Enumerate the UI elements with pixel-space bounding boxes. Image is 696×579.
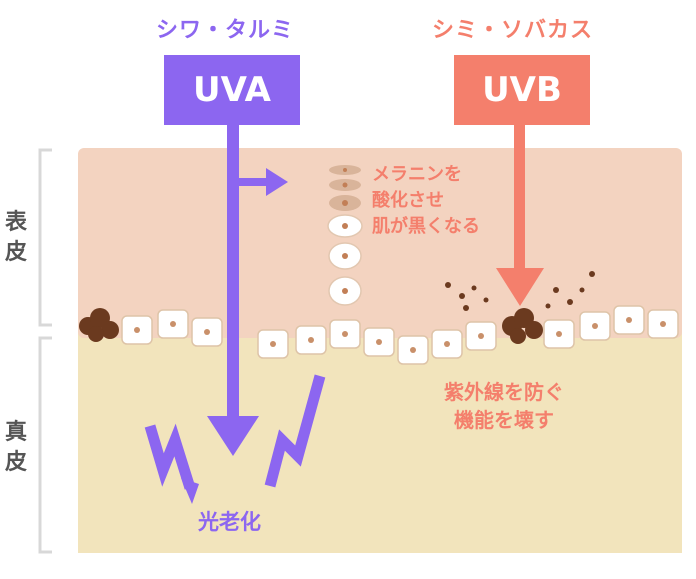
uvb-effect-label: シミ・ソバカス [432, 18, 594, 43]
uvb-dermis-effect: 紫外線を防ぐ 機能を壊す [444, 378, 564, 434]
uvb-arrow [496, 124, 544, 306]
epidermis-label: 表皮 [4, 210, 27, 265]
uvb-label-box: UVB [454, 55, 590, 125]
uvb-effect-line-1: 紫外線を防ぐ [444, 380, 564, 404]
dermis-layer [78, 325, 682, 553]
dermis-bracket [38, 336, 52, 554]
melanin-description: メラニンを 酸化させ 肌が黒くなる [372, 162, 480, 240]
basal-cell-nuclei [134, 317, 666, 353]
dermis-label: 真皮 [4, 420, 27, 475]
melanin-cluster-left [79, 308, 119, 342]
uva-effect-label: シワ・タルミ [156, 18, 295, 43]
melanin-line-2: 酸化させ [372, 190, 444, 211]
uva-arrow [207, 124, 288, 456]
epidermis-bracket [38, 148, 52, 327]
lightning-bolt-right [264, 374, 326, 488]
lightning-bolt-left-tip [181, 478, 199, 504]
uvb-effect-line-2: 機能を壊す [454, 408, 554, 432]
melanin-particles [445, 271, 595, 311]
lightning-bolt-left [144, 423, 196, 490]
melanin-cell-sequence [327, 165, 363, 306]
melanin-line-1: メラニンを [372, 164, 462, 185]
uvb-label: UVB [482, 70, 562, 110]
uva-label-box: UVA [164, 55, 300, 125]
melanin-line-3: 肌が黒くなる [372, 216, 480, 237]
uva-label: UVA [193, 70, 271, 110]
photoaging-label: 光老化 [198, 510, 261, 534]
melanin-cluster-right [502, 308, 543, 344]
